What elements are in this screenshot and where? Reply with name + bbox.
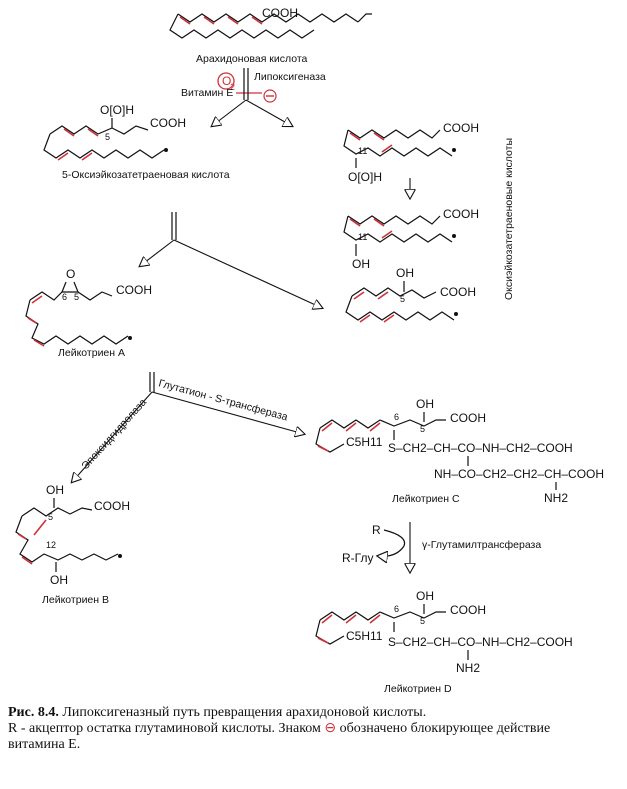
cooh-label: COOH — [450, 411, 486, 425]
cooh-label: COOH — [262, 6, 298, 20]
c5-number: 5 — [400, 294, 405, 304]
lipoxygenase-label: Липоксигеназа — [254, 71, 326, 83]
c5h11-label: C5H11 — [346, 435, 383, 449]
hete-11-structure: COOH 11 OH — [343, 207, 479, 271]
cooh-label: COOH — [150, 116, 186, 130]
caption-line-1: Рис. 8.4. Липоксигеназный путь превращен… — [8, 705, 620, 721]
caption-text-a: R - акцептор остатка глутаминовой кислот… — [8, 721, 321, 736]
hpete-5-structure: O[O]H 5 COOH — [43, 103, 186, 161]
c5h11-label: C5H11 — [346, 629, 383, 643]
leukotriene-a-structure: O 6 5 COOH — [25, 267, 152, 347]
lta-label: Лейкотриен A — [58, 347, 125, 359]
s-chain-label: S–CH2–CH–CO–NH–CH2–COOH — [388, 441, 573, 455]
cooh-label: COOH — [116, 283, 152, 297]
caption-title: Липоксигеназный путь превращения арахидо… — [62, 705, 427, 720]
cooh-label: COOH — [440, 285, 476, 299]
caption-line-2: R - акцептор остатка глутаминовой кислот… — [8, 721, 620, 737]
c5-number: 5 — [48, 512, 53, 522]
hpete-5-label: 5-Оксиэйкозатетраеновая кислота — [62, 169, 230, 181]
oooh-label: O[O]H — [348, 170, 382, 184]
ltb-label: Лейкотриен B — [42, 594, 109, 606]
nh-chain-label: NH–CO–CH2–CH2–CH–COOH — [434, 467, 604, 481]
arrow-to-ltc — [151, 391, 304, 434]
vitamin-e-label: Витамин E — [181, 87, 233, 99]
oooh-label: O[O]H — [100, 103, 134, 117]
hpete-11-structure: COOH 11 O[O]H — [343, 121, 479, 184]
oxy-acids-side-label: Оксиэйкозатетраеновые кислоты — [503, 138, 515, 300]
epoxide-hydrolase-label: Эпоксидгидролаза — [79, 396, 149, 472]
o2-circle — [217, 72, 235, 90]
cooh-label: COOH — [443, 121, 479, 135]
lipoxygenase-step: O 2 Липоксигеназа Витамин E — [181, 68, 326, 103]
c6-number: 6 — [394, 412, 399, 422]
leukotriene-b-structure: OH 5 COOH 12 OH — [15, 483, 130, 587]
c11-number: 11 — [358, 232, 367, 242]
nh2-label: NH2 — [456, 661, 480, 675]
oh-label: OH — [352, 257, 370, 271]
block-sign-icon: ⊖ — [324, 721, 337, 736]
glutathione-transferase-label: Глутатион - S-трансфераза — [157, 377, 289, 423]
arrow-to-lta — [140, 239, 175, 266]
hete-5-structure: OH 5 COOH — [345, 266, 476, 323]
r-glu-label: R-Глу — [342, 551, 374, 565]
epoxide-o-label: O — [66, 267, 75, 281]
cooh-label: COOH — [450, 603, 486, 617]
o2-subscript: 2 — [230, 82, 235, 92]
branch-5-hpete — [171, 212, 177, 240]
caption-text-b: обозначено блокирующее действие — [339, 721, 551, 736]
pathway-diagram: COOH Арахидоновая кислота O 2 Липоксиген… — [15, 6, 604, 695]
oh-label: OH — [416, 589, 434, 603]
caption-figure-number: Рис. 8.4. — [8, 705, 59, 720]
c5-number: 5 — [420, 424, 425, 434]
arachidonic-acid-structure: COOH — [169, 6, 372, 39]
c5-number: 5 — [420, 616, 425, 626]
c5-number: 5 — [74, 292, 79, 302]
arachidonic-acid-label: Арахидоновая кислота — [196, 53, 308, 65]
c6-number: 6 — [62, 292, 67, 302]
s-chain-label: S–CH2–CH–CO–NH–CH2–COOH — [388, 635, 573, 649]
arrow-to-5-hete — [173, 239, 322, 308]
r-label: R — [372, 523, 381, 537]
c6-number: 6 — [394, 604, 399, 614]
nh2-label: NH2 — [544, 491, 568, 505]
arrow-to-other-hpetes — [245, 99, 292, 126]
gamma-gt-step: R R-Глу γ-Глутамилтрансфераза — [342, 522, 541, 572]
block-sign-icon — [263, 89, 277, 103]
leukotriene-d-structure: OH 5 6 COOH C5H11 S–CH2–CH–CO–NH–CH2–COO… — [315, 589, 573, 675]
leukotriene-c-structure: OH 5 6 COOH C5H11 S–CH2–CH–CO–NH–CH2–COO… — [315, 397, 604, 505]
oh-label: OH — [416, 397, 434, 411]
oh-label: OH — [50, 573, 68, 587]
cooh-label: COOH — [94, 499, 130, 513]
oh-label: OH — [396, 266, 414, 280]
oh-label: OH — [46, 483, 64, 497]
ltc-label: Лейкотриен C — [392, 493, 460, 505]
cooh-label: COOH — [443, 207, 479, 221]
figure-caption: Рис. 8.4. Липоксигеназный путь превращен… — [8, 705, 620, 753]
caption-line-3: витамина E. — [8, 737, 81, 752]
ltd-label: Лейкотриен D — [384, 683, 452, 695]
o2-label: O — [222, 74, 231, 88]
arrow-to-ltb — [72, 391, 153, 482]
c11-number: 11 — [358, 146, 367, 156]
c5-number: 5 — [105, 132, 110, 142]
c12-number: 12 — [46, 540, 56, 550]
arrow-to-5-hpete — [212, 99, 247, 126]
gamma-gt-label: γ-Глутамилтрансфераза — [422, 539, 541, 551]
